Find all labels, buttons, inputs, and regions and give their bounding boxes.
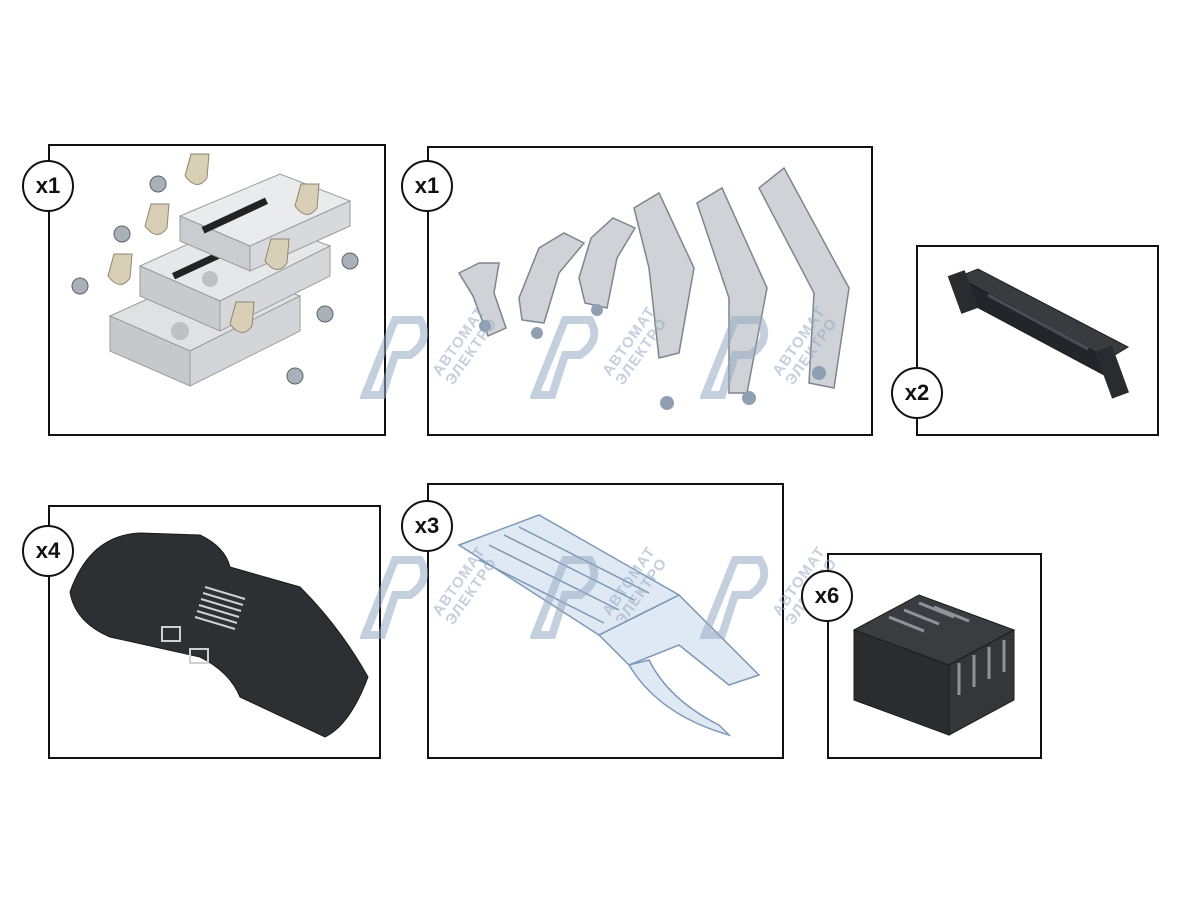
panel-fuse-base-assembly: [48, 144, 386, 436]
knife-contact: [294, 183, 320, 215]
long-bracket: [633, 191, 695, 359]
panel-transparent-cover: [427, 483, 784, 759]
transparent-cover-image: [457, 514, 761, 737]
bolt: [341, 252, 359, 270]
rail-part: [947, 268, 1130, 399]
panel-dark-cover-plate: [48, 505, 381, 759]
panel-terminal-cap: [827, 553, 1042, 759]
short-bracket: [578, 217, 637, 309]
knife-contact: [229, 301, 255, 333]
busbar-brackets-image: [457, 166, 850, 410]
quantity-badge: x1: [22, 160, 74, 212]
cover-plate: [69, 532, 369, 738]
bolt: [286, 367, 304, 385]
long-bracket: [758, 166, 850, 389]
bolt: [149, 175, 167, 193]
bolt: [113, 225, 131, 243]
quantity-badge: x6: [801, 570, 853, 622]
mounting-rail-image: [947, 268, 1130, 399]
long-bracket: [696, 186, 768, 394]
dark-cover-plate-image: [69, 532, 369, 738]
fuse-base-assembly-image: [71, 153, 359, 387]
quantity-badge: x2: [891, 367, 943, 419]
terminal-cap-image: [852, 594, 1016, 736]
knife-contact: [184, 153, 210, 185]
short-bracket: [457, 262, 507, 338]
panel-mounting-rail: [916, 245, 1159, 436]
panel-busbar-brackets: [427, 146, 873, 436]
quantity-badge: x1: [401, 160, 453, 212]
bolt: [316, 305, 334, 323]
knife-contact: [144, 203, 170, 235]
bolt: [71, 277, 89, 295]
knife-contact: [107, 253, 133, 285]
quantity-badge: x3: [401, 500, 453, 552]
knife-contact: [264, 238, 290, 270]
clear-cover: [457, 514, 761, 737]
quantity-badge: x4: [22, 525, 74, 577]
terminal-cap: [852, 594, 1016, 736]
short-bracket: [518, 232, 586, 324]
